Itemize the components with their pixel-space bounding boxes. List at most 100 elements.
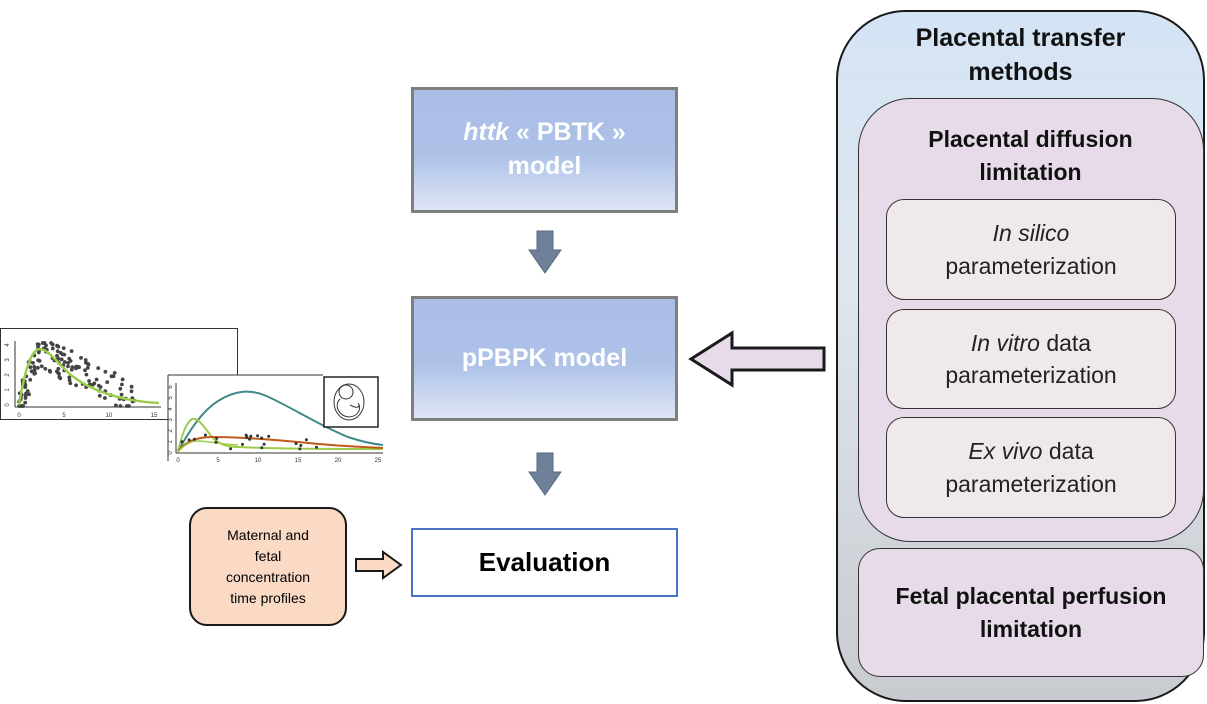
plot1-data-point bbox=[118, 386, 123, 391]
plot2-data-point bbox=[244, 433, 248, 437]
plot1-data-point bbox=[109, 374, 114, 379]
profiles-line-4: time profiles bbox=[230, 589, 306, 606]
plot1-data-point bbox=[87, 379, 91, 383]
fetal-placental-perfusion-box: Fetal placental perfusion limitation bbox=[858, 548, 1204, 677]
plot1-y-tick: 4 bbox=[5, 343, 11, 347]
ex-vivo-parameterization-label: parameterization bbox=[945, 470, 1117, 497]
down-arrow-icon bbox=[528, 452, 562, 496]
plot1-data-point bbox=[32, 365, 37, 369]
httk-label: httk bbox=[463, 118, 510, 147]
plot2-data-point bbox=[241, 442, 244, 446]
plot1-data-point bbox=[39, 364, 44, 369]
diffusion-title-line-1: Placental diffusion bbox=[928, 126, 1133, 152]
plot2-x-tick: 0 bbox=[176, 458, 180, 464]
ppbpk-label: pPBPK model bbox=[461, 343, 628, 372]
plot1-data-point bbox=[50, 346, 55, 351]
plot1-data-point bbox=[85, 366, 90, 370]
plot1-data-point bbox=[103, 396, 107, 400]
plot1-data-point bbox=[61, 346, 66, 350]
profiles-line-1: Maternal and bbox=[227, 526, 309, 543]
in-vitro-parameterization-label: parameterization bbox=[945, 362, 1117, 388]
plot2-y-tick: 5 bbox=[168, 396, 174, 400]
plot1-data-point bbox=[83, 358, 88, 362]
placental-transfer-methods-panel: Placental transfer methods Placental dif… bbox=[836, 10, 1205, 702]
plot1-data-point bbox=[56, 371, 61, 375]
ex-vivo-label: Ex vivo bbox=[968, 438, 1043, 465]
plot2-y-tick: 2 bbox=[168, 429, 174, 433]
plot1-data-point bbox=[43, 366, 48, 371]
in-vitro-label: In vitro bbox=[970, 329, 1040, 356]
plot1-data-point bbox=[77, 365, 81, 369]
down-arrow-icon bbox=[528, 230, 562, 274]
plot1-data-point bbox=[114, 403, 118, 408]
plot1-y-tick: 0 bbox=[5, 403, 11, 407]
plot1-y-tick: 1 bbox=[5, 388, 11, 392]
plot2-data-point bbox=[315, 445, 318, 449]
plot1-data-point bbox=[84, 372, 89, 377]
plot2-data-point bbox=[229, 447, 233, 451]
plot1-data-point bbox=[44, 343, 48, 348]
plot1-data-point bbox=[129, 389, 134, 394]
plot1-x-tick: 0 bbox=[17, 413, 21, 419]
left-arrow-icon bbox=[688, 330, 826, 388]
plot1-data-point bbox=[29, 369, 34, 374]
diffusion-title-line-2: limitation bbox=[979, 159, 1082, 186]
plot1-data-point bbox=[55, 349, 60, 354]
plot1-data-point bbox=[66, 361, 70, 365]
plot2-y-tick: 4 bbox=[168, 407, 174, 411]
plot1-data-point bbox=[59, 357, 64, 362]
plot1-x-tick: 15 bbox=[151, 413, 158, 419]
plot2-data-point bbox=[304, 438, 308, 442]
plot1-data-point bbox=[49, 341, 53, 345]
plot1-data-point bbox=[55, 344, 60, 348]
plot1-data-point bbox=[96, 366, 101, 370]
plot1-data-point bbox=[27, 392, 31, 397]
plot1-data-point bbox=[69, 367, 74, 372]
plot1-data-point bbox=[36, 350, 41, 355]
in-silico-method: In silico parameterization bbox=[886, 199, 1176, 300]
plot1-data-point bbox=[58, 376, 63, 381]
plot2-data-point bbox=[249, 434, 253, 438]
plot2-data-point bbox=[248, 437, 252, 441]
plot2-x-tick: 20 bbox=[335, 458, 342, 464]
plot2-data-point bbox=[262, 442, 266, 446]
plot1-data-point bbox=[83, 368, 87, 373]
plot1-data-point bbox=[68, 381, 73, 386]
plot1-data-point bbox=[96, 383, 101, 388]
plot1-data-point bbox=[62, 360, 67, 364]
plot1-x-tick: 5 bbox=[62, 413, 66, 419]
plot1-data-point bbox=[118, 404, 123, 408]
pbtk-label: « PBTK » bbox=[516, 118, 626, 147]
plot1-data-point bbox=[19, 404, 24, 408]
model-label: model bbox=[507, 152, 582, 180]
placental-diffusion-group: Placental diffusion limitation In silico… bbox=[858, 98, 1204, 542]
plot1-data-point bbox=[97, 393, 102, 398]
plot1-data-point bbox=[32, 371, 37, 376]
panel-title-line-2: methods bbox=[968, 57, 1073, 86]
plot2-data-point bbox=[215, 436, 219, 440]
plot1-data-point bbox=[119, 392, 124, 397]
plot1-data-point bbox=[28, 365, 33, 370]
httk-pbtk-model-box: httk « PBTK » model bbox=[411, 87, 678, 213]
plot1-y-tick: 2 bbox=[5, 373, 11, 377]
ex-vivo-method: Ex vivo data parameterization bbox=[886, 417, 1176, 518]
plot1-x-tick: 10 bbox=[106, 413, 113, 419]
plot2-data-point bbox=[260, 436, 264, 440]
plot2-data-point bbox=[299, 444, 303, 447]
plot1-data-point bbox=[36, 358, 41, 363]
plot1-data-point bbox=[47, 368, 52, 373]
diffusion-title: Placental diffusion limitation bbox=[859, 123, 1202, 190]
plot1-data-point bbox=[105, 380, 110, 384]
plot2-x-tick: 25 bbox=[375, 458, 382, 464]
plot2-y-tick: 6 bbox=[168, 385, 174, 389]
perfusion-line-1: Fetal placental perfusion bbox=[895, 583, 1167, 610]
plot1-data-point bbox=[92, 381, 97, 386]
plot2-data-point bbox=[180, 440, 184, 444]
plot1-data-point bbox=[67, 356, 72, 361]
plot2-data-point bbox=[256, 434, 260, 438]
plot1-data-point bbox=[103, 369, 108, 374]
plot1-data-point bbox=[112, 371, 117, 375]
